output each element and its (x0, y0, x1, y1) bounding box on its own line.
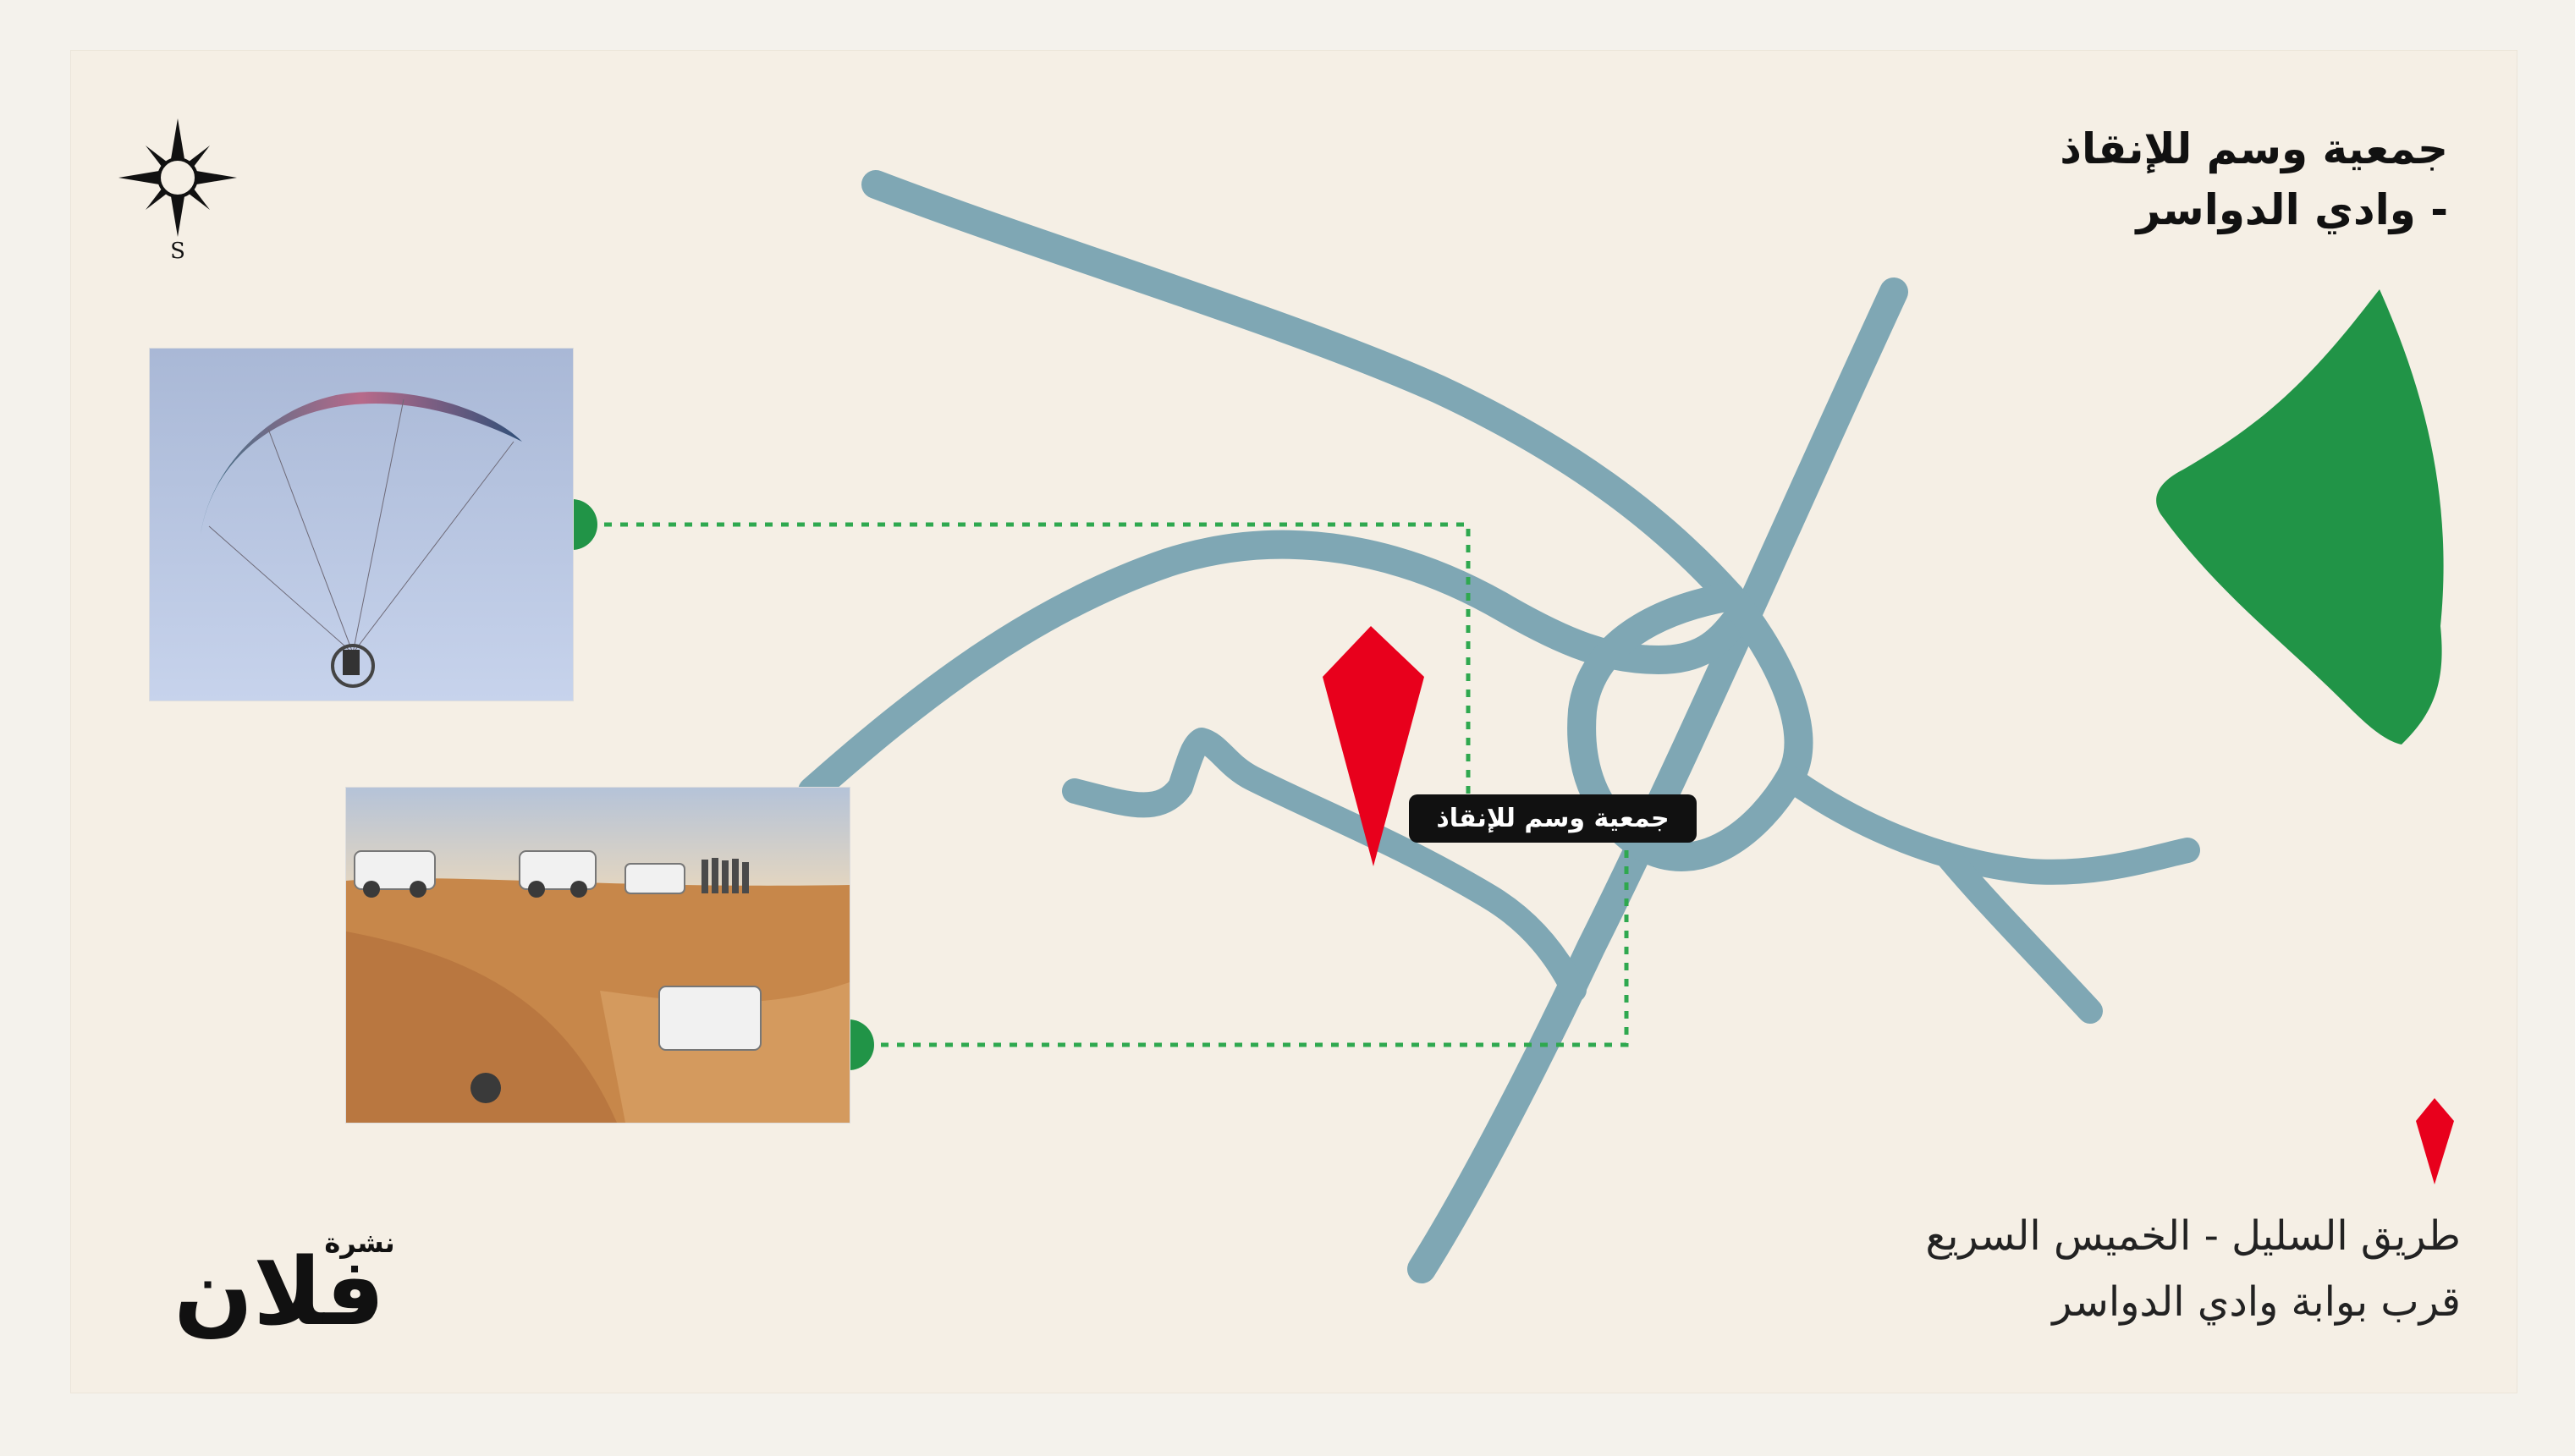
road-roundabout (1567, 582, 1813, 871)
map-title-line2: - وادي الدواسر (2136, 185, 2448, 234)
svg-text:نشرة: نشرة (324, 1227, 394, 1259)
location-label: جمعية وسم للإنقاذ (1409, 794, 1697, 843)
compass-icon: S (118, 118, 237, 264)
connector-rescue (849, 843, 1629, 1047)
map-title: جمعية وسم للإنقاذ - وادي الدواسر (1940, 118, 2448, 240)
road-main-diagonal (1407, 277, 1908, 1283)
road-south-branch (1062, 728, 1587, 1003)
svg-text:فلان: فلان (173, 1238, 384, 1345)
paraglider-photo (149, 348, 574, 701)
road-west-curve (798, 530, 1749, 805)
road-southeast-branch (1934, 842, 2103, 1024)
legend-pin-icon (2416, 1098, 2454, 1184)
compass-label: S (170, 239, 185, 264)
address-block: طريق السليل - الخميس السريع قرب بوابة وا… (1699, 1203, 2461, 1335)
rescue-photo (345, 787, 850, 1124)
road-north-curve (861, 170, 1745, 611)
location-pin-icon (1323, 626, 1424, 866)
brand-logo: نشرة فلان (173, 1227, 394, 1345)
connector-paraglider (572, 522, 1471, 794)
map-title-line1: جمعية وسم للإنقاذ (2060, 124, 2448, 173)
address-line1: طريق السليل - الخميس السريع (1925, 1212, 2461, 1260)
road-east-branch (1777, 766, 2200, 885)
address-line2: قرب بوابة وادي الدواسر (2052, 1278, 2461, 1326)
map-card (71, 51, 2517, 1393)
green-area (2156, 289, 2444, 744)
